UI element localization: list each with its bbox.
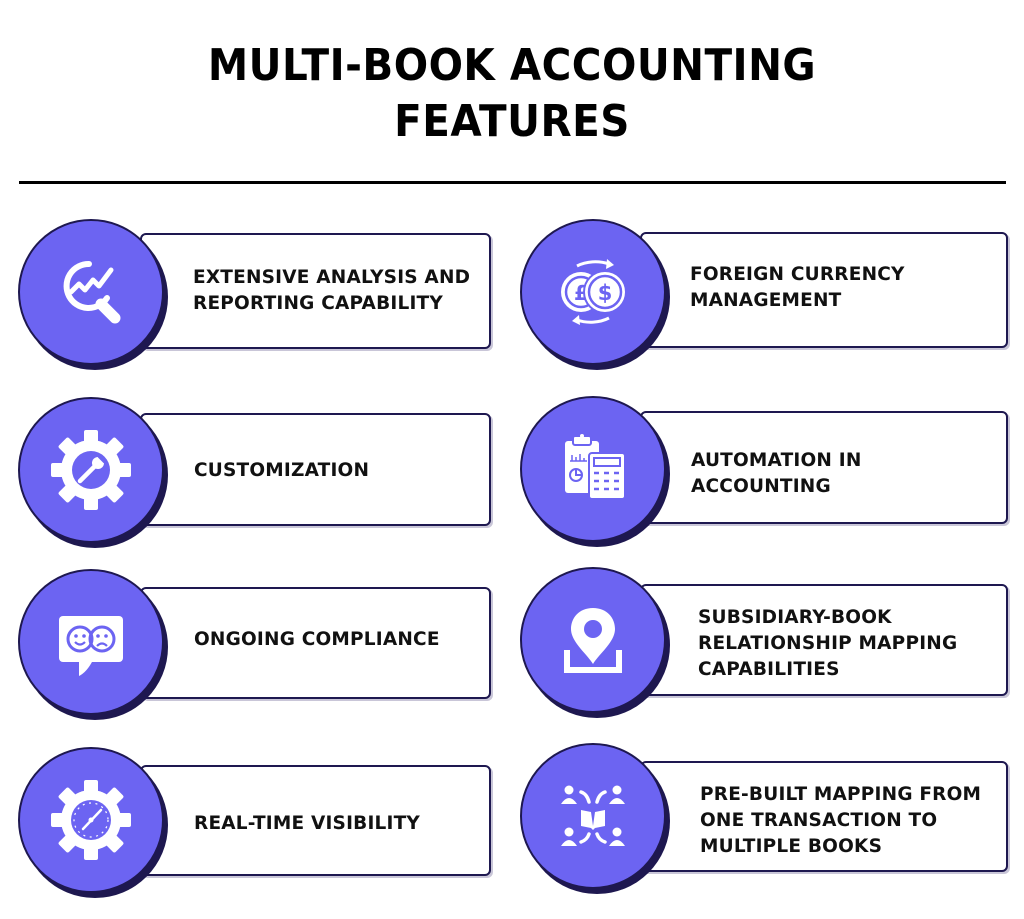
- feature-circle-prebuilt-mapping: [520, 743, 666, 889]
- feature-circle-compliance: [18, 569, 164, 715]
- page-title-line-1: MULTI-BOOK ACCOUNTING: [207, 40, 817, 91]
- feature-card-visibility: [140, 765, 491, 876]
- divider: [19, 181, 1006, 184]
- page-title-line-2: FEATURES: [394, 96, 630, 147]
- feature-label-visibility: REAL-TIME VISIBILITY: [194, 813, 421, 834]
- feature-card-prebuilt-mapping: [640, 761, 1008, 872]
- feature-label-analysis: EXTENSIVE ANALYSIS AND REPORTING CAPABIL…: [193, 267, 471, 314]
- feature-circle-currency: £ $: [520, 219, 666, 365]
- feature-label-prebuilt-mapping: PRE-BUILT MAPPING FROM ONE TRANSACTION T…: [700, 784, 982, 857]
- feature-card-currency: [640, 232, 1008, 348]
- clipboard-calculator-icon: [565, 434, 626, 500]
- analytics-magnifier-icon: [63, 260, 121, 324]
- feature-circle-customization: [18, 397, 164, 543]
- feature-label-currency: FOREIGN CURRENCY MANAGEMENT: [690, 264, 905, 311]
- book-network-icon: [561, 785, 625, 846]
- gear-wrench-icon: [51, 430, 131, 510]
- feature-circle-visibility: [18, 747, 164, 893]
- feature-label-automation: AUTOMATION IN ACCOUNTING: [691, 450, 862, 497]
- location-pin-icon: [564, 608, 622, 673]
- currency-exchange-icon: £ $: [561, 259, 627, 325]
- feature-card-compliance: [140, 587, 491, 699]
- feature-circle-subsidiary: [520, 567, 666, 713]
- feedback-faces-icon: [59, 616, 123, 676]
- feature-circle-analysis: [18, 219, 164, 365]
- feature-circle-automation: [520, 396, 666, 542]
- feature-card-subsidiary: [640, 584, 1008, 696]
- svg-text:$: $: [598, 281, 613, 305]
- gear-clock-icon: [51, 780, 131, 860]
- feature-label-subsidiary: SUBSIDIARY-BOOK RELATIONSHIP MAPPING CAP…: [698, 607, 958, 680]
- feature-card-analysis: [140, 233, 491, 349]
- feature-label-customization: CUSTOMIZATION: [194, 460, 370, 481]
- feature-label-compliance: ONGOING COMPLIANCE: [194, 629, 440, 650]
